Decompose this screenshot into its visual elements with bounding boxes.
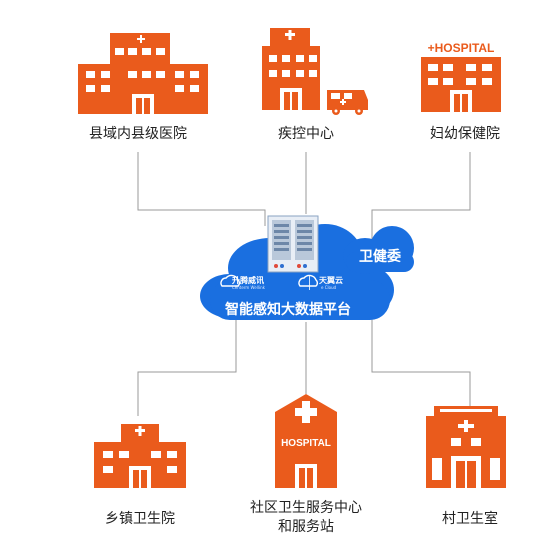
brand-left-logo-icon — [220, 274, 240, 287]
maternal-child-hospital-icon: +HOSPITAL — [421, 41, 501, 112]
health-commission-label: 卫健委 — [359, 249, 401, 265]
brand-right-logo-icon — [298, 274, 318, 287]
hospital-sign-top: +HOSPITAL — [428, 41, 495, 55]
connector-county — [137, 152, 266, 226]
node-label-cdc: 疾控中心 — [278, 126, 334, 142]
cdc-building-ambulance-icon — [262, 28, 368, 115]
health-commission-cloud — [343, 226, 414, 274]
central-cloud — [200, 215, 394, 320]
connector-lines — [137, 152, 471, 416]
connector-village — [371, 318, 471, 406]
node-label-county-hospital: 县域内县级医院 — [89, 126, 187, 142]
community-health-center-icon: HOSPITAL — [275, 394, 337, 488]
platform-title: 智能感知大数据平台 — [225, 302, 351, 318]
node-label-village-clinic: 村卫生室 — [442, 511, 498, 527]
node-label-community-line1: 社区卫生服务中心 — [250, 500, 362, 516]
connector-township — [137, 320, 237, 416]
brand-left-subtitle: Centerm Wellink — [232, 285, 265, 290]
village-clinic-icon — [426, 406, 506, 488]
township-clinic-icon — [94, 424, 186, 488]
brand-right-name: 天翼云 — [319, 276, 343, 285]
brand-right-subtitle: e Cloud — [321, 285, 337, 290]
county-hospital-icon — [78, 33, 208, 114]
node-label-community-line2: 和服务站 — [278, 519, 334, 535]
connector-maternal — [371, 152, 471, 255]
node-label-maternal-child: 妇幼保健院 — [430, 126, 500, 142]
server-icon — [267, 215, 319, 273]
brand-left-name: 升腾威讯 — [232, 276, 264, 285]
hospital-sign-bottom: HOSPITAL — [281, 438, 331, 449]
node-label-township-clinic: 乡镇卫生院 — [105, 511, 175, 527]
